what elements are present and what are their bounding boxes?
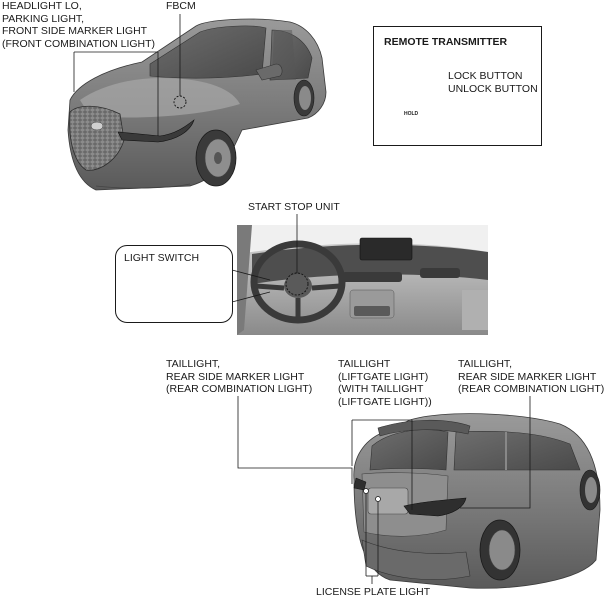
- light-switch-callout-lines: [231, 269, 271, 303]
- dashboard-illustration: [237, 225, 488, 335]
- taillight-center-label: TAILLIGHT (LIFTGATE LIGHT) (WITH TAILLIG…: [338, 358, 432, 408]
- rear-vehicle-illustration: [353, 413, 601, 589]
- front-leader-lines: [73, 14, 181, 136]
- taillight-right-label: TAILLIGHT, REAR SIDE MARKER LIGHT (REAR …: [458, 358, 605, 396]
- lock-button-label: LOCK BUTTON: [448, 70, 523, 82]
- fbcm-label: FBCM: [166, 0, 196, 12]
- unlock-button-label: UNLOCK BUTTON: [448, 83, 538, 95]
- start-stop-unit-label: START STOP UNIT: [248, 201, 340, 213]
- light-switch-box: [115, 245, 233, 323]
- rear-leader-lines: [237, 396, 531, 584]
- remote-transmitter-box: [373, 26, 542, 146]
- light-switch-label: LIGHT SWITCH: [124, 252, 200, 264]
- remote-hold-label: HOLD: [404, 111, 419, 117]
- headlight-label: HEADLIGHT LO, PARKING LIGHT, FRONT SIDE …: [2, 0, 156, 50]
- remote-transmitter-title: REMOTE TRANSMITTER: [384, 36, 508, 48]
- taillight-left-label: TAILLIGHT, REAR SIDE MARKER LIGHT (REAR …: [166, 358, 313, 396]
- license-plate-light-label: LICENSE PLATE LIGHT: [316, 586, 431, 598]
- front-vehicle-illustration: [67, 18, 327, 191]
